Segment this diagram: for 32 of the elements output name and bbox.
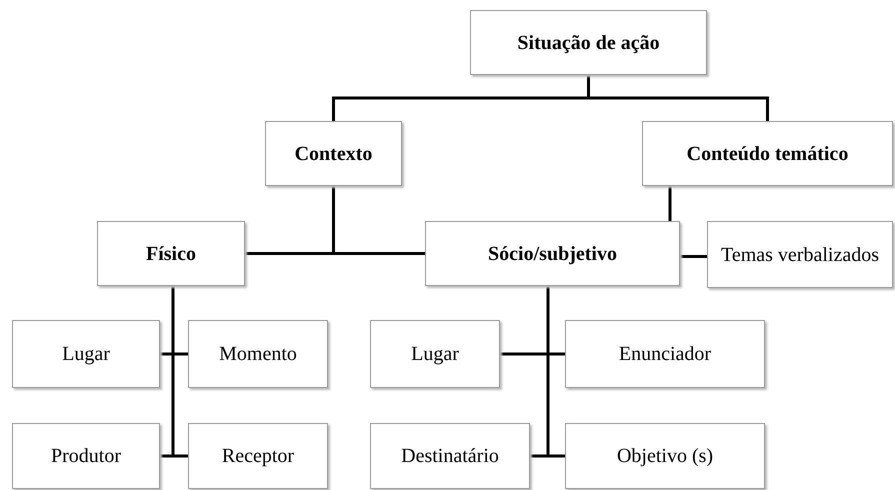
node-box: [565, 423, 765, 489]
node-label: Objetivo (s): [616, 445, 714, 467]
node-label: Lugar: [62, 343, 110, 365]
connector-line: [668, 186, 672, 221]
node-label: Momento: [219, 343, 297, 365]
connector-line: [172, 286, 188, 458]
node-label: Produtor: [51, 445, 121, 467]
node-label: Conteúdo temático: [686, 142, 848, 164]
node-label: Enunciador: [618, 343, 712, 365]
node-box: [370, 320, 500, 388]
node-box: [707, 221, 893, 288]
node-label: Temas verbalizados: [721, 244, 879, 266]
node-label: Receptor: [222, 445, 294, 467]
node-label: Contexto: [294, 142, 372, 164]
connector-line: [680, 255, 707, 258]
node-box: [470, 10, 707, 75]
node-box: [565, 320, 765, 388]
node-box: [265, 121, 402, 186]
node-label: Destinatário: [401, 445, 499, 467]
node-box: [188, 423, 328, 489]
node-label: Situação de ação: [517, 32, 660, 54]
node-box: [370, 423, 530, 489]
node-box: [642, 121, 893, 186]
node-box: [188, 320, 328, 388]
node-box: [12, 320, 160, 388]
node-box: [12, 423, 160, 489]
node-label: Lugar: [411, 343, 459, 365]
node-label: Físico: [146, 242, 196, 264]
connector-line: [332, 186, 425, 255]
node-box: [425, 221, 680, 286]
node-box: [97, 221, 245, 286]
node-label: Sócio/subjetivo: [488, 242, 617, 264]
